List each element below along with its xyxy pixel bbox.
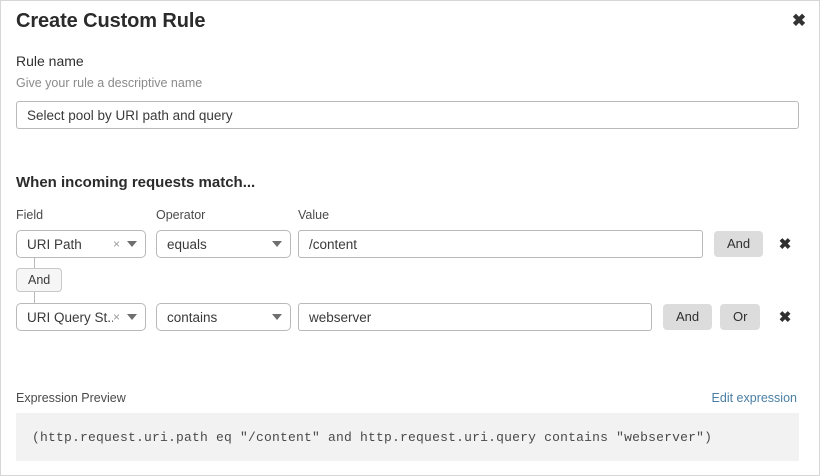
field-select-1-value: URI Path (27, 236, 82, 252)
connector-line-top (34, 258, 35, 268)
delete-condition-icon-1[interactable]: ✖ (778, 235, 792, 253)
clear-icon[interactable]: × (112, 237, 120, 251)
column-header-value: Value (298, 208, 330, 222)
chevron-down-icon (272, 314, 282, 320)
rule-name-helper-text: Give your rule a descriptive name (16, 76, 203, 90)
connector-line-bottom (34, 292, 35, 303)
condition-row: URI Query St... × contains And Or ✖ (1, 303, 819, 331)
chevron-down-icon (127, 241, 137, 247)
column-header-field: Field (16, 208, 44, 222)
field-select-1[interactable]: URI Path × (16, 230, 146, 258)
add-and-button-1[interactable]: And (714, 231, 764, 257)
field-select-2-value: URI Query St... (27, 309, 113, 325)
operator-select-2-value: contains (167, 309, 218, 325)
field-select-2[interactable]: URI Query St... × (16, 303, 146, 331)
operator-select-1[interactable]: equals (156, 230, 291, 258)
expression-preview-code: (http.request.uri.path eq "/content" and… (32, 429, 713, 445)
operator-select-2[interactable]: contains (156, 303, 291, 331)
add-or-button-2[interactable]: Or (720, 304, 761, 330)
operator-select-1-value: equals (167, 236, 207, 252)
chevron-down-icon (272, 241, 282, 247)
value-input-1[interactable] (298, 230, 703, 258)
value-input-2[interactable] (298, 303, 652, 331)
column-header-operator: Operator (156, 208, 206, 222)
close-icon[interactable]: ✖ (787, 8, 811, 32)
add-and-button-2[interactable]: And (663, 304, 713, 330)
expression-preview-label: Expression Preview (16, 391, 126, 405)
dialog-title: Create Custom Rule (16, 10, 206, 32)
rule-name-label: Rule name (16, 53, 84, 69)
condition-row: URI Path × equals And ✖ (1, 230, 819, 258)
delete-condition-icon-2[interactable]: ✖ (778, 308, 792, 326)
rule-name-input[interactable] (16, 101, 799, 129)
expression-preview-box: (http.request.uri.path eq "/content" and… (16, 413, 799, 461)
connector-and-chip[interactable]: And (16, 268, 63, 292)
conditions-heading: When incoming requests match... (16, 174, 256, 191)
edit-expression-link[interactable]: Edit expression (711, 391, 797, 405)
chevron-down-icon (127, 314, 137, 320)
clear-icon[interactable]: × (112, 310, 120, 324)
